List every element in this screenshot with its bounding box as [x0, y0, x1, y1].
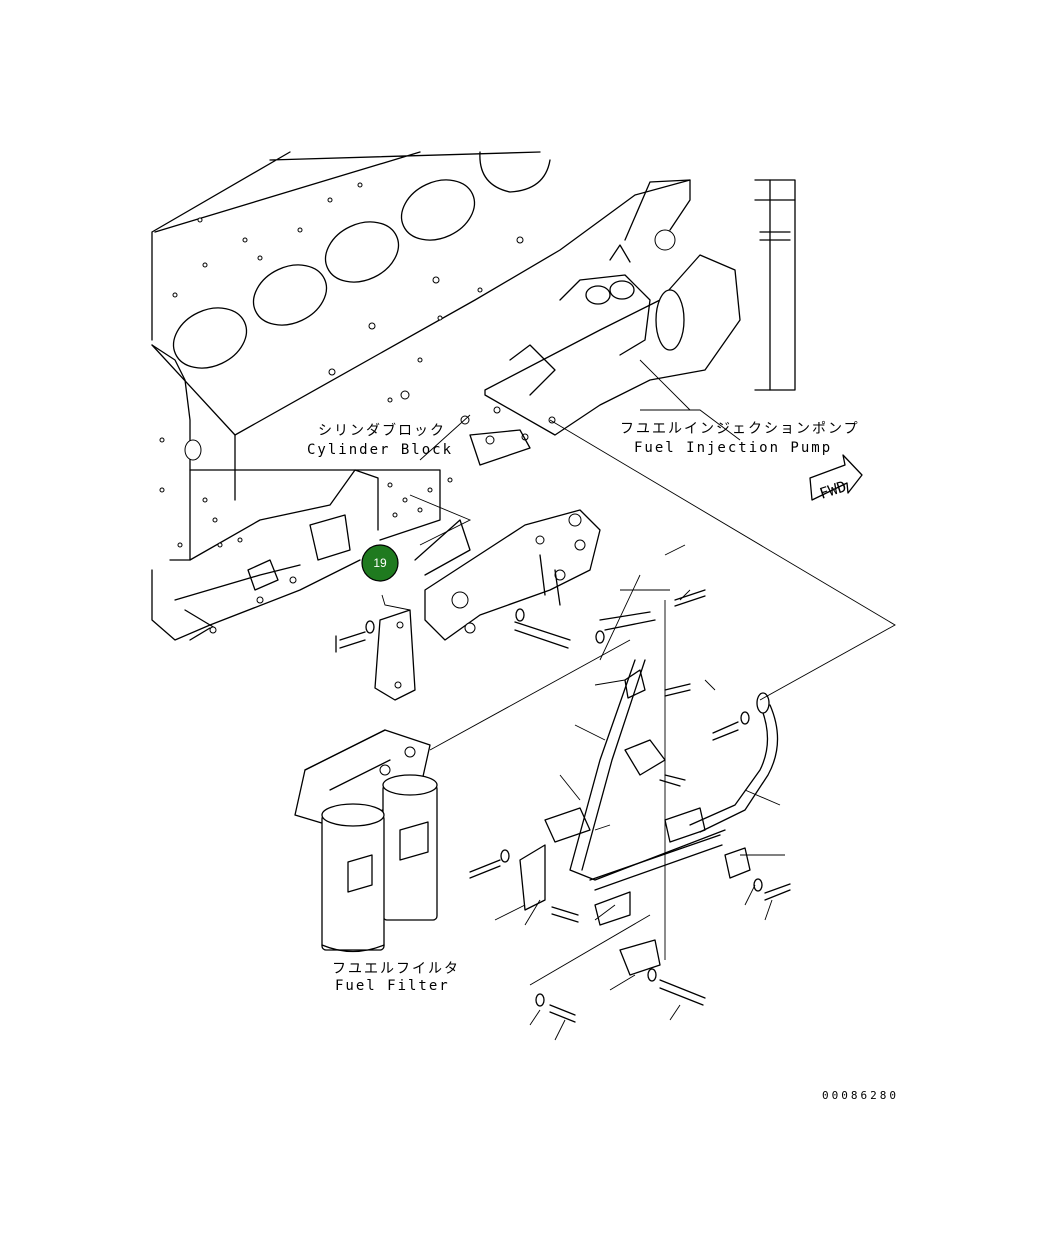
pump-drive-housing: [655, 289, 685, 351]
cylinder-bore: [172, 307, 248, 369]
fwd-arrow-icon: FWD: [809, 454, 863, 503]
hose-fitting: [756, 692, 770, 714]
cylinder-bore: [252, 264, 328, 326]
drawing-id: 00086280: [822, 1089, 899, 1102]
filter-canister: [382, 784, 438, 921]
cylinder-bore: [400, 179, 476, 241]
fuel-filter: [294, 729, 438, 953]
callout-badge-19[interactable]: 19: [361, 544, 399, 582]
washer: [535, 993, 545, 1007]
cylinder-block-label-en: Cylinder Block: [307, 442, 453, 458]
fuel-filter-label-jp: フユエルフイルタ: [332, 961, 460, 977]
fuel-filter-label-en: Fuel Filter: [335, 978, 450, 994]
washer: [740, 711, 750, 725]
washer: [647, 968, 657, 982]
fuel-lines: [519, 611, 779, 976]
callout-circle[interactable]: [361, 544, 399, 582]
bolts: [335, 589, 791, 1023]
leader-lines: [381, 359, 896, 1041]
cylinder-block: [151, 151, 691, 641]
washer: [500, 849, 510, 863]
injection-pump-label-en: Fuel Injection Pump: [634, 440, 832, 456]
washer: [515, 608, 525, 622]
cylinder-block-label-jp: シリンダブロック: [318, 422, 446, 439]
cylinder-bore: [324, 221, 400, 283]
washer: [753, 878, 763, 892]
pump-valve: [585, 285, 611, 305]
washer: [595, 630, 605, 644]
filter-bracket: [374, 509, 601, 701]
injection-pump-label-jp: フユエルインジェクションポンプ: [620, 421, 860, 437]
callout-number[interactable]: 19: [373, 556, 387, 570]
pump-valve: [609, 280, 635, 300]
filter-canister: [321, 814, 385, 951]
washer: [365, 620, 375, 634]
fuel-injection-pump: [469, 179, 796, 466]
